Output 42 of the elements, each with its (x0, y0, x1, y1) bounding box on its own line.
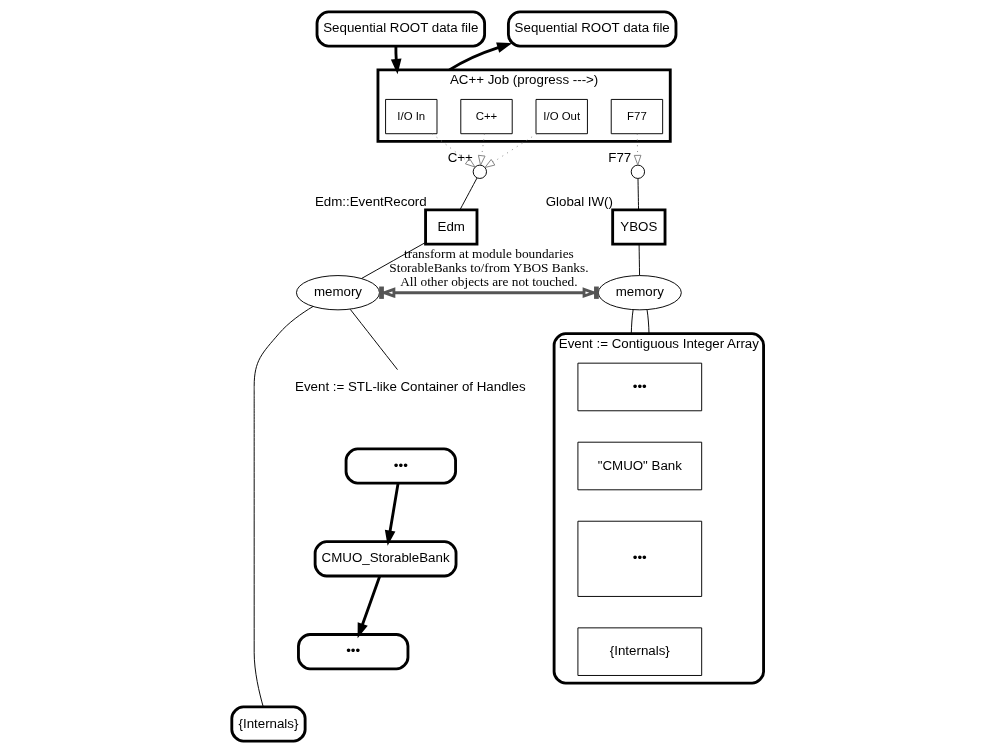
node-box: C++ (459, 98, 513, 135)
node-label: C++ (447, 149, 473, 165)
connector (459, 177, 477, 210)
node-box: {Internals} (229, 705, 307, 743)
node-box: YBOS (610, 208, 666, 246)
node-label: Global IW() (545, 194, 613, 210)
node-box: ••• (296, 633, 409, 671)
arrow (448, 42, 512, 72)
node-box: "CMUO" Bank (576, 441, 702, 491)
arrow (390, 46, 401, 75)
node-circle (630, 164, 645, 179)
arrow (484, 133, 537, 168)
connector (630, 309, 634, 335)
node-box: {Internals} (576, 627, 702, 676)
arrow (477, 133, 485, 166)
connector (646, 309, 649, 335)
connector (253, 306, 313, 708)
node-circle (472, 164, 487, 179)
node-text: Event := STL-like Container of Handles (294, 378, 526, 394)
node-label: F77 (607, 149, 631, 165)
node-ellipse: memory (597, 275, 682, 311)
arrow (633, 133, 641, 166)
node-box: I/O In (384, 98, 437, 135)
node-box: I/O Out (535, 98, 588, 135)
node-box: CMUO_StorableBank (313, 540, 457, 578)
node-box: Edm (423, 208, 478, 246)
edge-label: transform at module boundaries StorableBanks to/from YBOS Banks. All other objects are not touched. (388, 245, 588, 290)
node-box: ••• (576, 520, 702, 597)
arrow (431, 133, 475, 168)
connector (637, 178, 639, 211)
node-box: ••• (344, 447, 457, 485)
node-box: Sequential ROOT data file (315, 10, 486, 48)
arrow (357, 575, 381, 639)
node-ellipse: memory (295, 275, 380, 311)
node-box: F77 (610, 98, 663, 135)
connector (360, 241, 426, 279)
node-label: Edm::EventRecord (314, 194, 427, 210)
node-box: ••• (576, 362, 702, 412)
connector (349, 308, 398, 371)
node-box: Sequential ROOT data file (506, 10, 677, 48)
connector (638, 243, 640, 276)
arrow (384, 482, 399, 546)
